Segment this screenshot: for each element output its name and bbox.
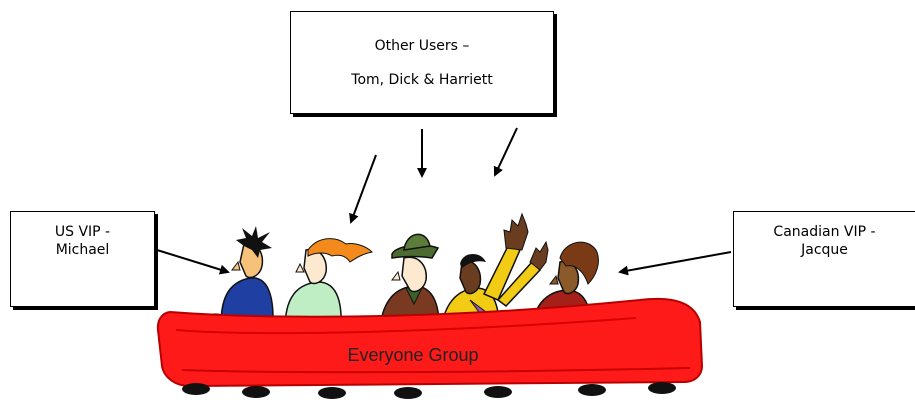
bus-wheels	[182, 382, 676, 399]
bus-body	[156, 297, 704, 388]
arrow-to-us-vip	[156, 249, 230, 275]
us-vip-callout: US VIP - Michael	[10, 211, 155, 307]
bus-shade-stroke	[181, 367, 691, 374]
us-vip-line1: US VIP -	[54, 224, 111, 240]
arrow-to-canadian-vip	[618, 251, 732, 276]
other-users-callout: Other Users – Tom, Dick & Harriett	[290, 11, 554, 114]
canadian-vip-callout: Canadian VIP - Jacque	[733, 211, 915, 307]
arrow-to-rider-2	[349, 154, 377, 224]
bus-shade-stroke	[175, 317, 637, 335]
canadian-vip-line1: Canadian VIP -	[773, 224, 876, 240]
us-vip-line2: Michael	[55, 242, 110, 258]
other-users-line2: Tom, Dick & Harriett	[351, 72, 493, 88]
bus-icon: Everyone Group	[156, 297, 704, 399]
arrow-to-rider-4	[493, 127, 518, 177]
other-users-line1: Other Users –	[374, 38, 470, 54]
arrows	[156, 127, 732, 276]
bus-label: Everyone Group	[347, 345, 478, 365]
canadian-vip-line2: Jacque	[801, 242, 848, 258]
